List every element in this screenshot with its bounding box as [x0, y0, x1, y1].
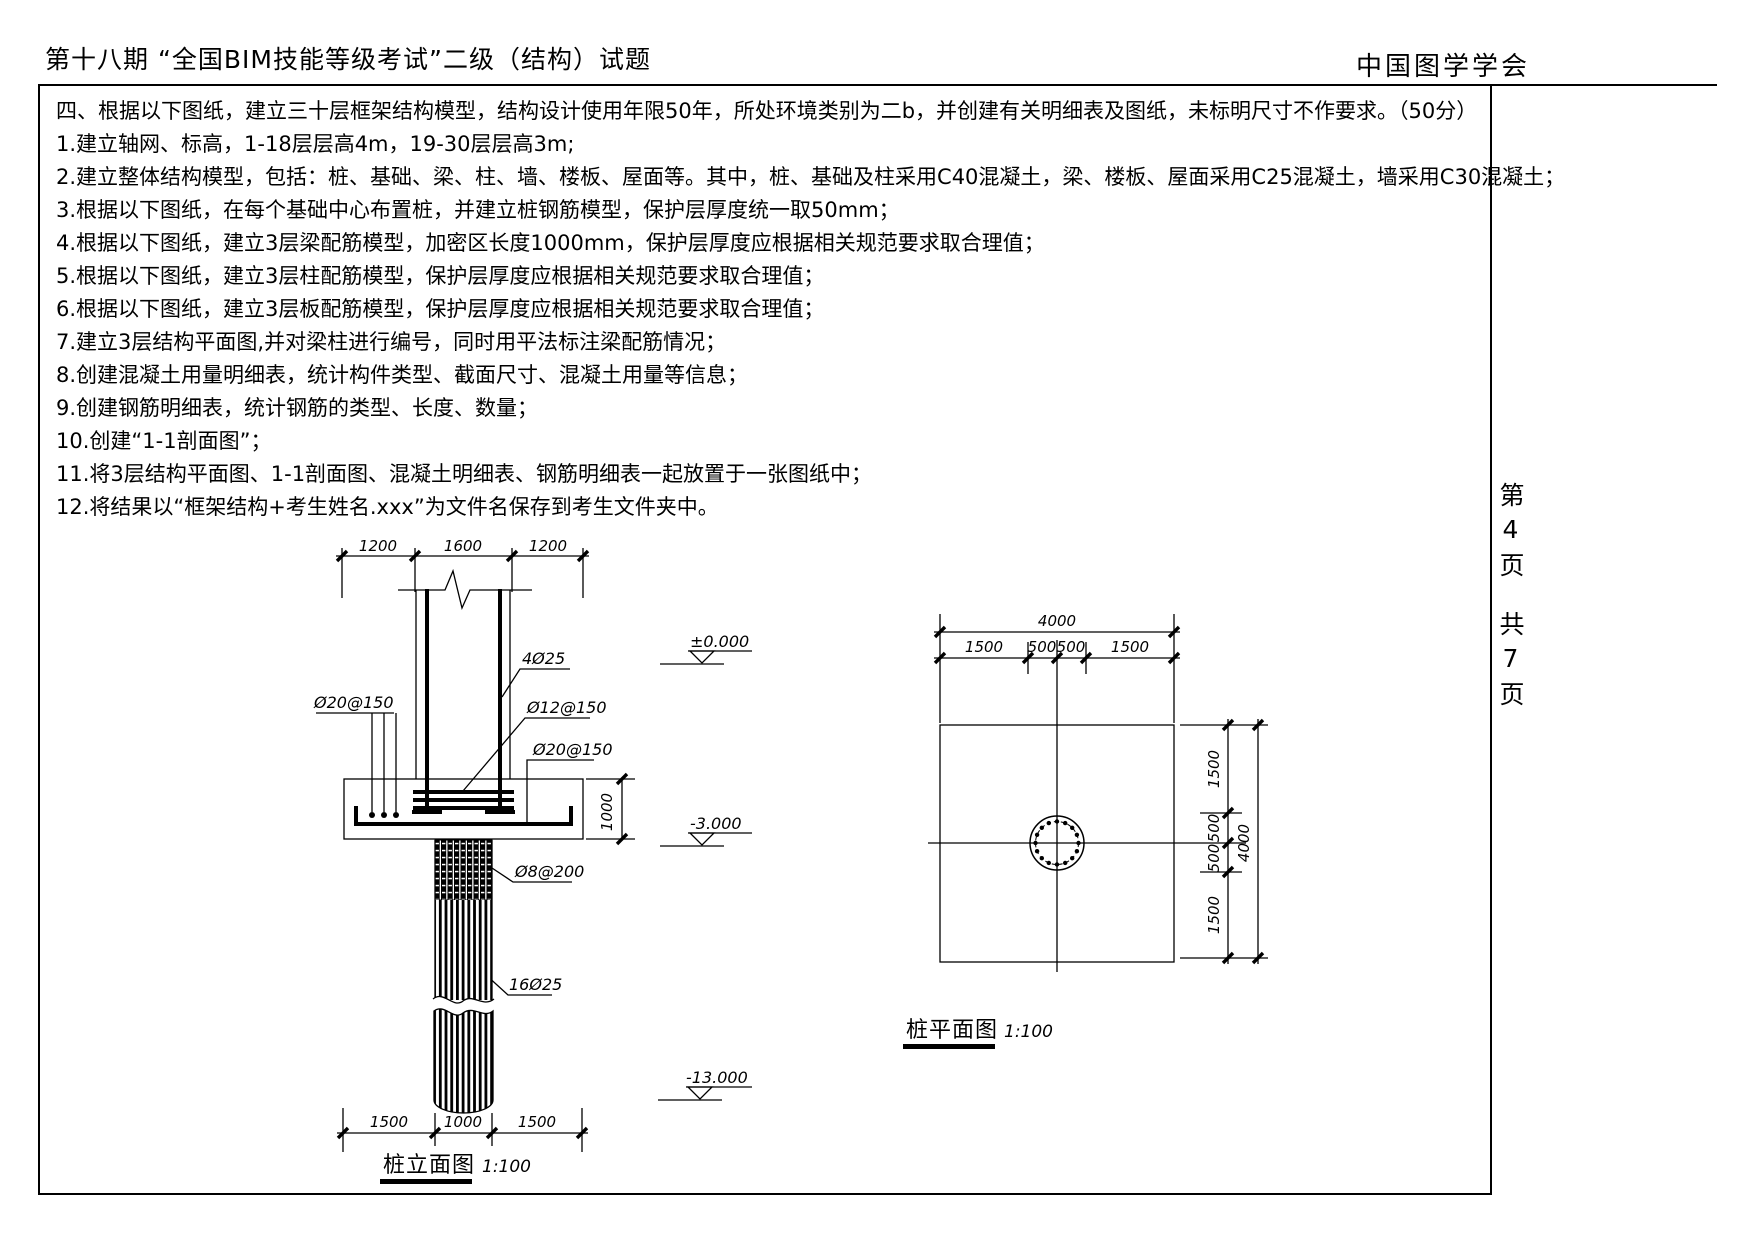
level-label: ±0.000	[690, 632, 749, 651]
plan-centerlines	[928, 640, 1246, 972]
dim-label: 500	[1205, 814, 1223, 843]
dim-label: 1500	[1205, 896, 1223, 934]
task-item: 11.将3层结构平面图、1-1剖面图、混凝土明细表、钢筋明细表一起放置于一张图纸…	[56, 462, 873, 486]
task-item: 3.根据以下图纸，在每个基础中心布置桩，并建立桩钢筋模型，保护层厚度统一取50m…	[56, 198, 900, 222]
dim-label: 1200	[359, 537, 397, 555]
task-item: 6.根据以下图纸，建立3层板配筋模型，保护层厚度应根据相关规范要求取合理值；	[56, 297, 825, 321]
level-label: -13.000	[686, 1068, 748, 1087]
content-frame	[38, 84, 1492, 1195]
task-item: 10.创建“1-1剖面图”；	[56, 429, 272, 453]
cap-bottom-rebar	[354, 806, 573, 826]
rebar-label: 16Ø25	[509, 975, 562, 994]
dim-label: 1500	[518, 1113, 556, 1131]
dim-label: 1000	[444, 1113, 482, 1131]
plan-right-dimension-lines	[1180, 719, 1268, 964]
dim-label: 1500	[1111, 638, 1149, 656]
pile-elevation-drawing: 1200 1600 1200 Ø20@150 4Ø25 Ø12@150 Ø20@…	[313, 537, 752, 1184]
rebar-label: Ø20@150	[313, 693, 394, 712]
label-leaders	[462, 668, 594, 996]
scale-label: 1:100	[1004, 1022, 1053, 1042]
task-item: 5.根据以下图纸，建立3层柱配筋模型，保护层厚度应根据相关规范要求取合理值；	[56, 264, 825, 288]
task-item: 2.建立整体结构模型，包括：桩、基础、梁、柱、墙、楼板、屋面等。其中，桩、基础及…	[56, 165, 1566, 189]
rebar-label: Ø12@150	[526, 698, 607, 717]
rebar-dot	[381, 812, 387, 818]
title-underline	[380, 1179, 472, 1184]
task-item: 1.建立轴网、标高，1-18层层高4m，19-30层层高3m;	[56, 132, 575, 156]
dim-label: 1600	[444, 537, 482, 555]
level-symbol-triangles	[686, 650, 716, 1100]
rebar-label: Ø8@200	[514, 862, 584, 881]
cap-top-bars-leader	[316, 712, 397, 812]
rebar-dot	[393, 812, 399, 818]
pile-plan-circle	[1029, 815, 1085, 871]
pile-shaft-upper	[435, 900, 492, 1000]
page-number: 第4页	[1496, 482, 1525, 585]
dim-label: 4000	[1235, 824, 1253, 862]
task-item: 12.将结果以“框架结构+考生姓名.xxx”为文件名保存到考生文件夹中。	[56, 495, 719, 519]
pile-spiral-zone	[434, 839, 493, 901]
page-total: 共7页	[1496, 611, 1525, 714]
bottom-dimension-lines	[337, 1108, 588, 1152]
pile-cap	[343, 778, 584, 840]
rebar-dot	[369, 812, 375, 818]
dim-label: 500	[1205, 844, 1223, 873]
dim-label: 500	[1028, 638, 1057, 656]
rebar-label: 4Ø25	[522, 649, 565, 668]
task-intro: 四、根据以下图纸，建立三十层框架结构模型，结构设计使用年限50年，所处环境类别为…	[56, 99, 1478, 123]
drawing-title: 桩平面图	[906, 1018, 998, 1043]
level-symbol-lines	[658, 650, 752, 1101]
dim-label: 4000	[1038, 612, 1076, 630]
task-item: 9.创建钢筋明细表，统计钢筋的类型、长度、数量；	[56, 396, 539, 420]
task-item: 4.根据以下图纸，建立3层梁配筋模型，加密区长度1000mm，保护层厚度应根据相…	[56, 231, 1045, 255]
cap-height-dimension	[586, 778, 635, 840]
pile-break-mask	[433, 996, 494, 1012]
level-label: -3.000	[690, 814, 742, 833]
pile-plan-rebar-dots	[1033, 819, 1081, 867]
dimension-ticks	[335, 549, 1265, 1140]
pile-drawings-svg: 1200 1600 1200 Ø20@150 4Ø25 Ø12@150 Ø20@…	[313, 537, 1268, 1184]
rebar-label: Ø20@150	[532, 740, 613, 759]
dim-label: 1200	[529, 537, 567, 555]
drawing-title: 桩立面图	[383, 1153, 475, 1178]
column-rebar	[412, 589, 515, 814]
dim-label: 1500	[965, 638, 1003, 656]
task-item: 7.建立3层结构平面图,并对梁柱进行编号，同时用平法标注梁配筋情况；	[56, 330, 727, 354]
pile-shaft-lower	[433, 1008, 494, 1114]
title-underline	[903, 1044, 995, 1049]
org-name: 中国图学学会	[1356, 52, 1531, 82]
scale-label: 1:100	[482, 1157, 531, 1177]
dim-label: 1500	[1205, 750, 1223, 788]
pile-shaft-edges	[434, 840, 493, 1000]
pile-plan-drawing: 4000 1500 500 500 1500 1500 500 50	[903, 612, 1268, 1049]
dim-label: 1000	[598, 793, 616, 831]
exam-title: 第十八期 “全国BIM技能等级考试”二级（结构）试题	[45, 45, 651, 74]
task-text: 四、根据以下图纸，建立三十层框架结构模型，结构设计使用年限50年，所处环境类别为…	[56, 95, 1566, 524]
dim-label: 1500	[370, 1113, 408, 1131]
task-item: 8.创建混凝土用量明细表，统计构件类型、截面尺寸、混凝土用量等信息；	[56, 363, 749, 387]
column-outline	[398, 568, 532, 779]
page-indicator: 第4页 共7页	[1496, 482, 1525, 714]
pile-break-line	[432, 995, 495, 1004]
dim-label: 500	[1057, 638, 1086, 656]
top-dimension-lines	[336, 548, 589, 598]
